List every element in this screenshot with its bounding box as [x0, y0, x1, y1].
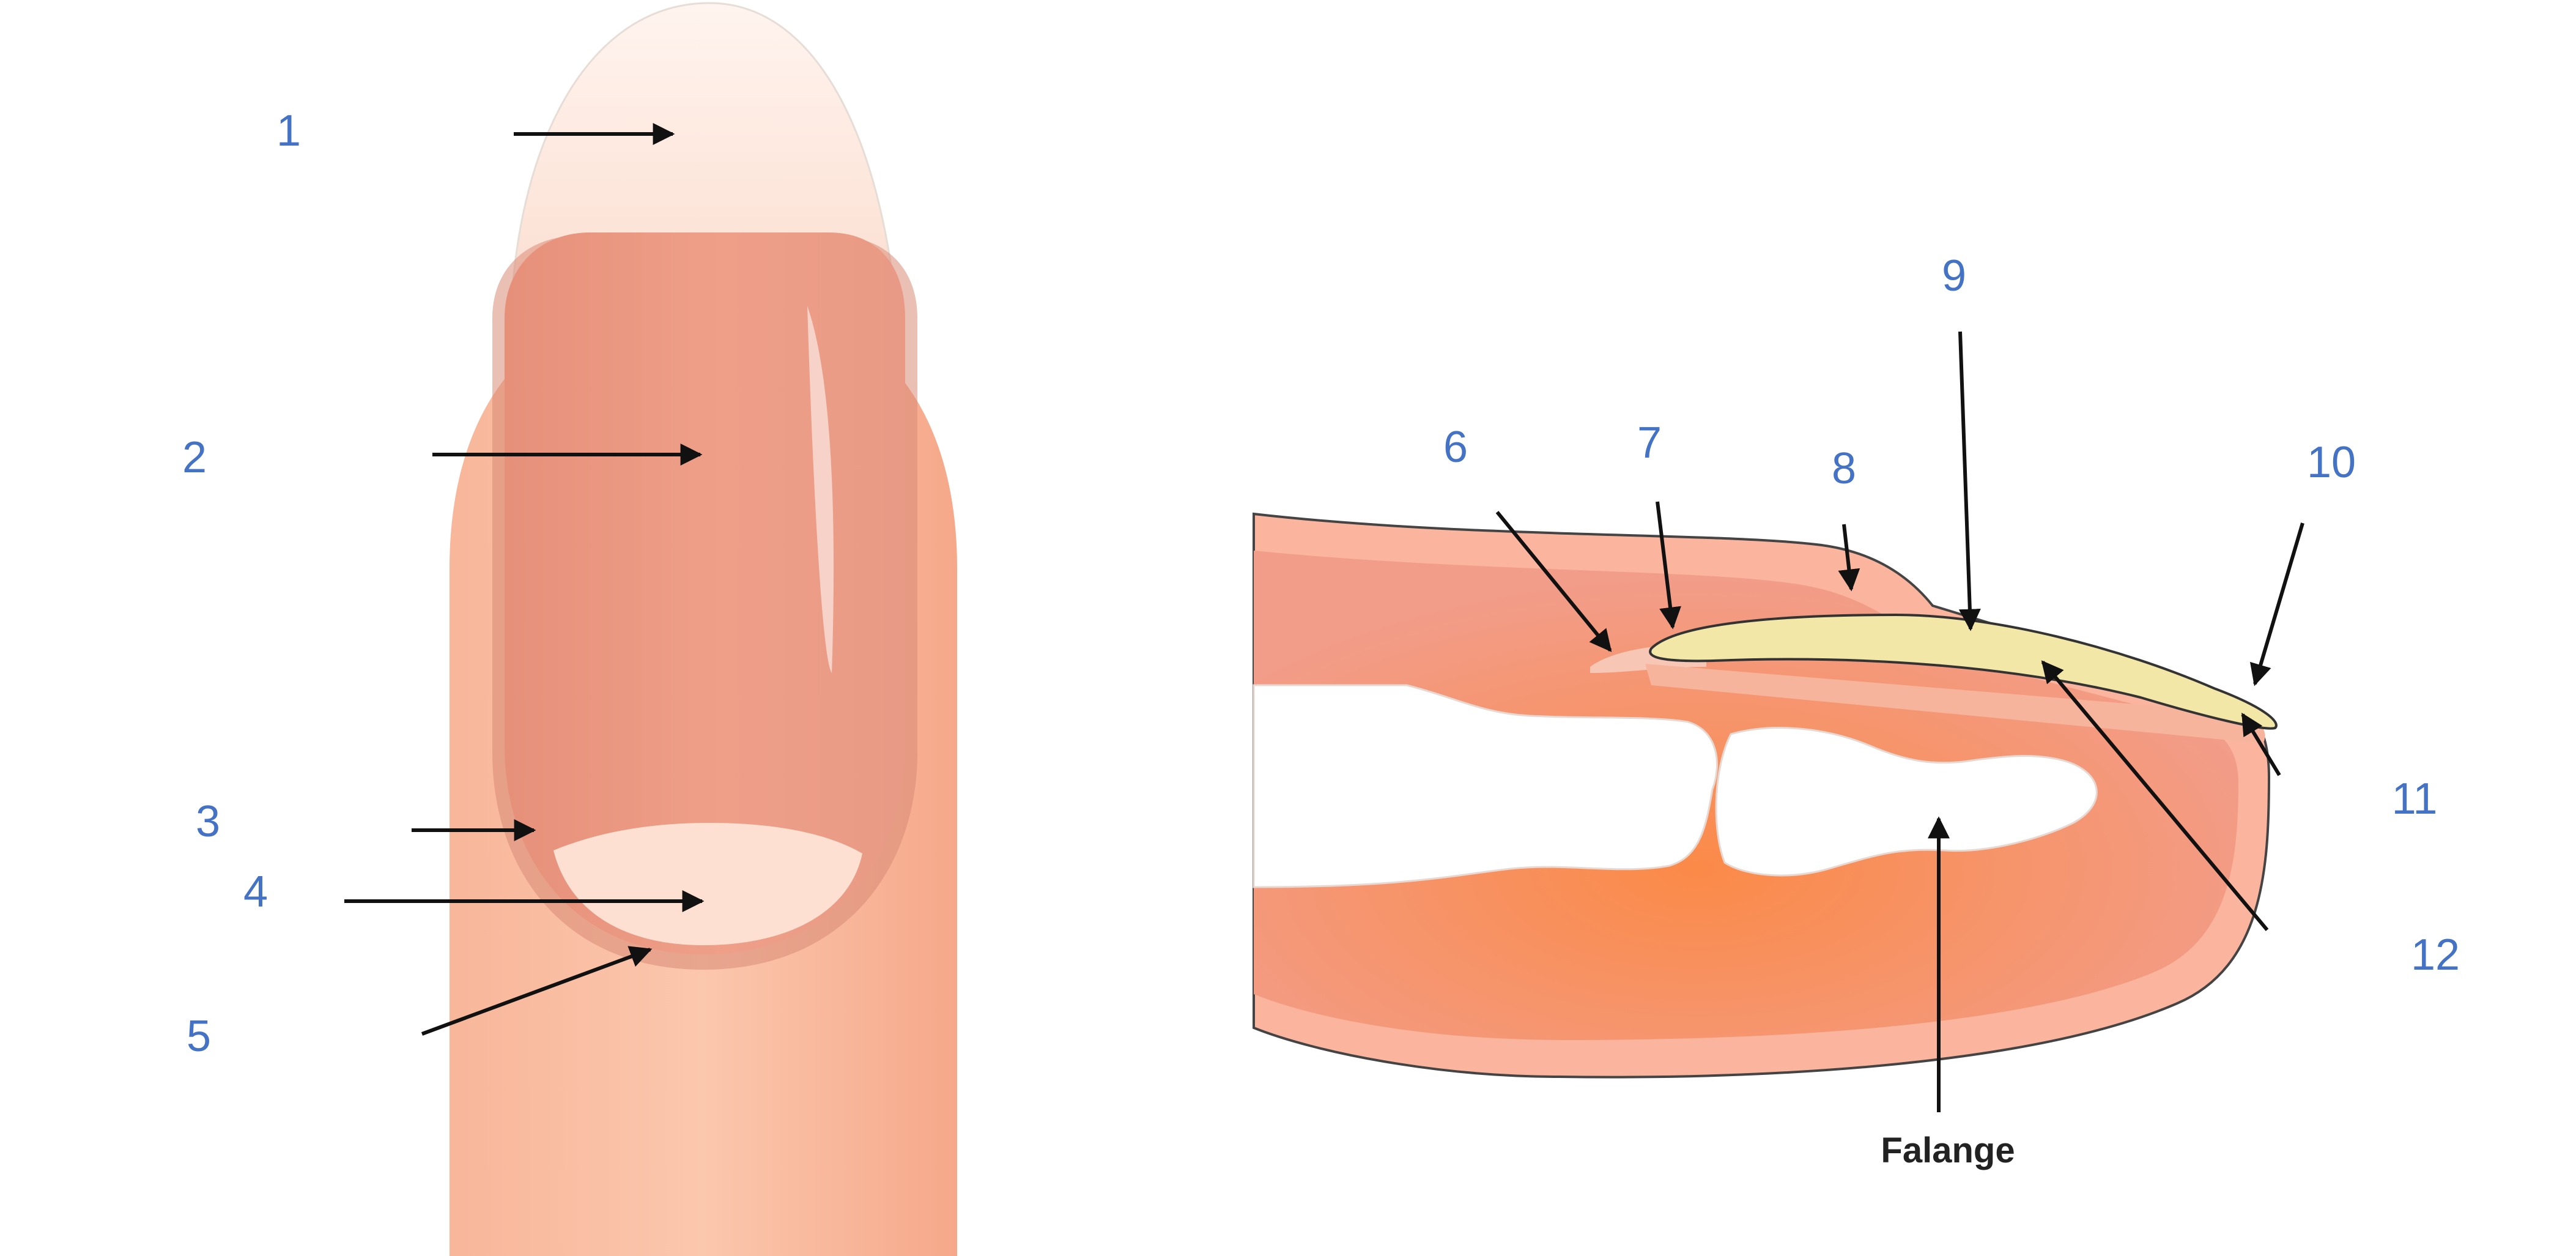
arrow-12: [2041, 660, 2269, 931]
arrow-9: [1958, 331, 1981, 631]
arrow-6: [1495, 511, 1612, 652]
finger-front-view: [450, 2, 957, 1256]
label-12: 12: [2411, 931, 2460, 979]
label-1: 1: [276, 106, 301, 155]
finger-side-section: [1253, 512, 2278, 1079]
arrow-10: [2249, 522, 2304, 686]
label-5: 5: [187, 1012, 211, 1061]
middle-phalanx-bone: [1253, 684, 1718, 888]
label-10: 10: [2307, 438, 2356, 487]
arrow-5: [421, 946, 653, 1036]
pointer-arrows: [344, 123, 2304, 1112]
nail-plate-highlight: [807, 306, 834, 673]
nail-plate-front: [505, 232, 905, 954]
arrow-8: [1838, 524, 1860, 592]
label-2: 2: [182, 433, 207, 482]
bone-label-falange: Falange: [1881, 1131, 2015, 1170]
number-labels: 1 2 3 4 5 6 7 8 9 10 11 12 Falange: [182, 106, 2460, 1170]
nail-plate-side: [1649, 613, 2278, 730]
distal-phalanx-bone: [1715, 727, 2098, 877]
label-7: 7: [1637, 418, 1662, 467]
label-9: 9: [1942, 251, 1966, 300]
label-3: 3: [196, 797, 220, 846]
arrow-11: [2241, 712, 2281, 776]
nail-bed-side: [1645, 664, 2265, 743]
label-4: 4: [243, 868, 268, 916]
arrow-7: [1656, 501, 1681, 630]
label-11: 11: [2392, 775, 2438, 823]
label-6: 6: [1443, 423, 1468, 472]
label-8: 8: [1832, 444, 1856, 493]
lunula-front: [553, 823, 862, 945]
